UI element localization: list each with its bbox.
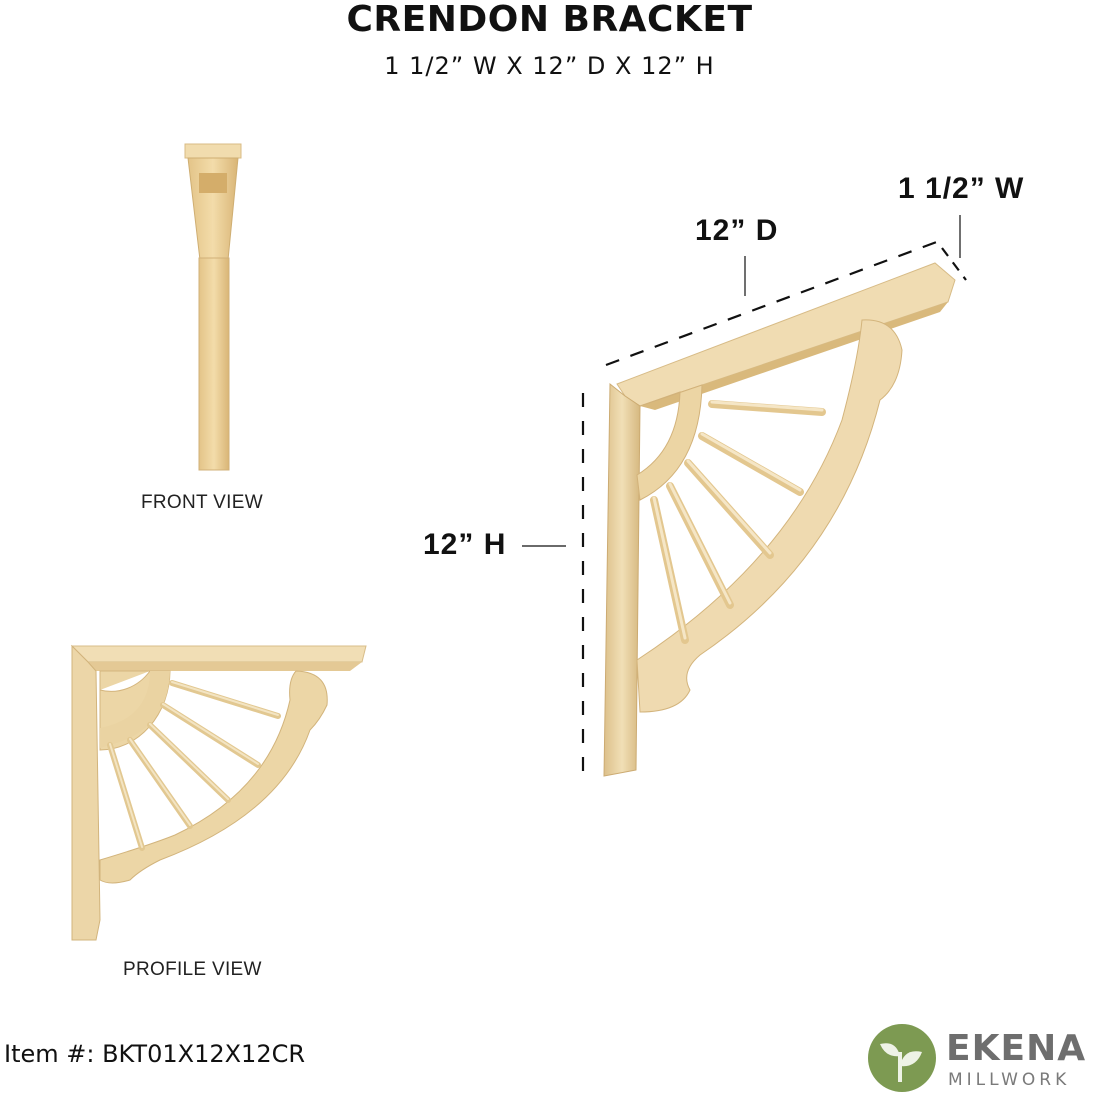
profile-view-label: PROFILE VIEW bbox=[123, 959, 262, 980]
depth-dimension-label: 12” D bbox=[695, 214, 779, 247]
front-view-bracket bbox=[184, 143, 242, 471]
perspective-view-bracket bbox=[603, 262, 956, 777]
width-dimension-label: 1 1/2” W bbox=[898, 172, 1025, 205]
item-number: Item #: BKT01X12X12CR bbox=[4, 1040, 306, 1068]
dimension-lines bbox=[581, 238, 967, 775]
profile-view-bracket bbox=[70, 644, 367, 941]
height-dimension-label: 12” H bbox=[423, 528, 507, 561]
front-view-label: FRONT VIEW bbox=[141, 492, 263, 513]
brand-subname: MILLWORK bbox=[948, 1070, 1071, 1090]
brand-logo: EKENA MILLWORK bbox=[866, 1022, 1096, 1092]
product-dimensions: 1 1/2” W X 12” D X 12” H bbox=[384, 52, 715, 80]
product-title: CRENDON BRACKET bbox=[346, 0, 753, 40]
leaf-sprout-icon bbox=[868, 1024, 936, 1092]
brand-name: EKENA bbox=[946, 1028, 1087, 1069]
